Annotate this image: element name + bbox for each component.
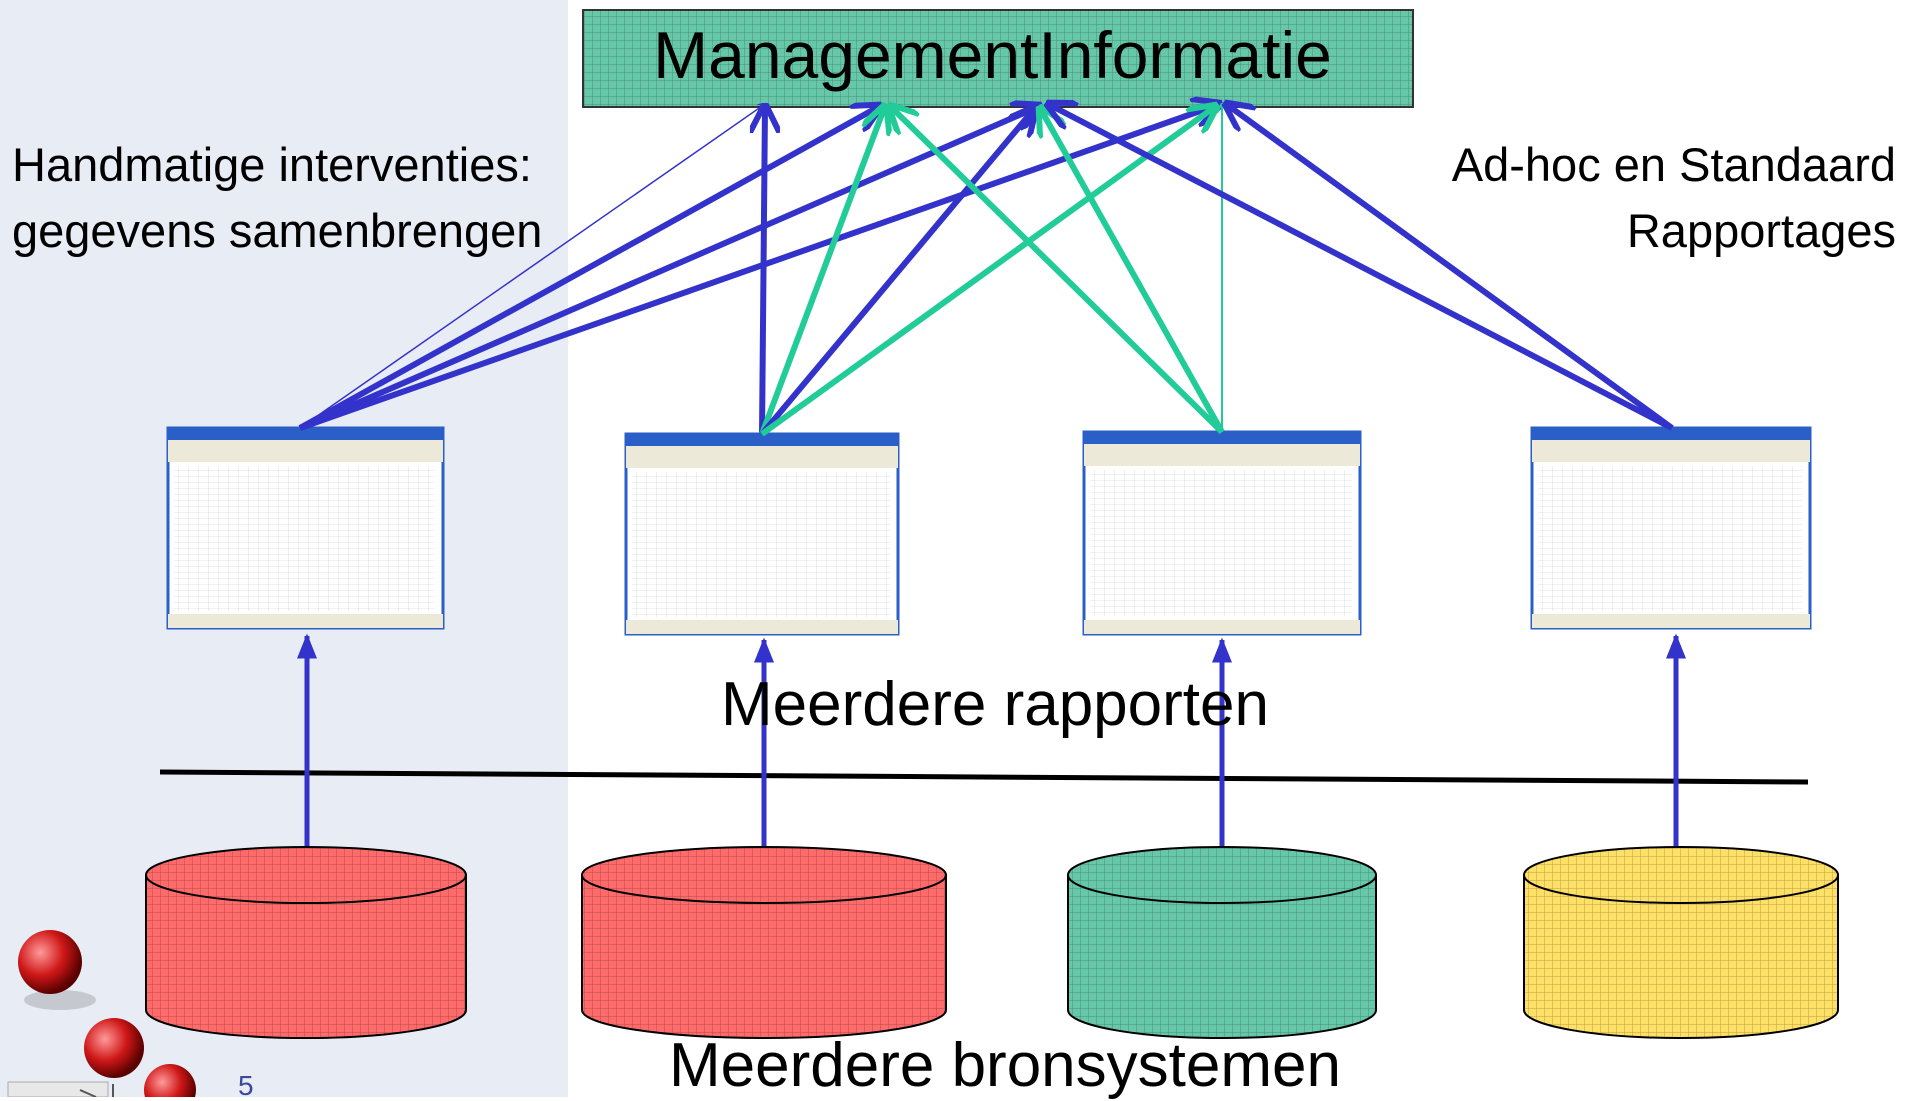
arrows-to-management <box>298 104 1674 437</box>
management-info-box <box>582 9 1414 108</box>
management-info-title: ManagementInformatie <box>653 18 1332 92</box>
database-4 <box>1523 846 1839 1039</box>
database-2 <box>581 846 947 1039</box>
separator-line <box>159 769 1809 785</box>
report-window-3 <box>1082 430 1362 636</box>
page-number: 5 <box>238 1070 254 1101</box>
database-1 <box>145 846 467 1039</box>
red-spheres-logo <box>18 930 196 1097</box>
reports-type-line-2: Rapportages <box>1626 204 1896 257</box>
report-window-1 <box>166 426 445 630</box>
slide-control-icons <box>7 1081 114 1097</box>
report-window-2 <box>624 432 900 636</box>
manual-interventions-line-1: Handmatige interventies: <box>12 138 532 191</box>
sources-label: Meerdere bronsystemen <box>669 1031 1341 1100</box>
reports-label: Meerdere rapporten <box>721 670 1269 739</box>
reports-type-note: Ad-hoc en Standaard Rapportages <box>1452 132 1896 264</box>
manual-interventions-line-2: gegevens samenbrengen <box>12 204 543 257</box>
manual-interventions-note: Handmatige interventies: gegevens samenb… <box>12 132 542 264</box>
report-window-4 <box>1530 426 1812 630</box>
reports-type-line-1: Ad-hoc en Standaard <box>1451 138 1896 191</box>
database-3 <box>1067 846 1377 1039</box>
